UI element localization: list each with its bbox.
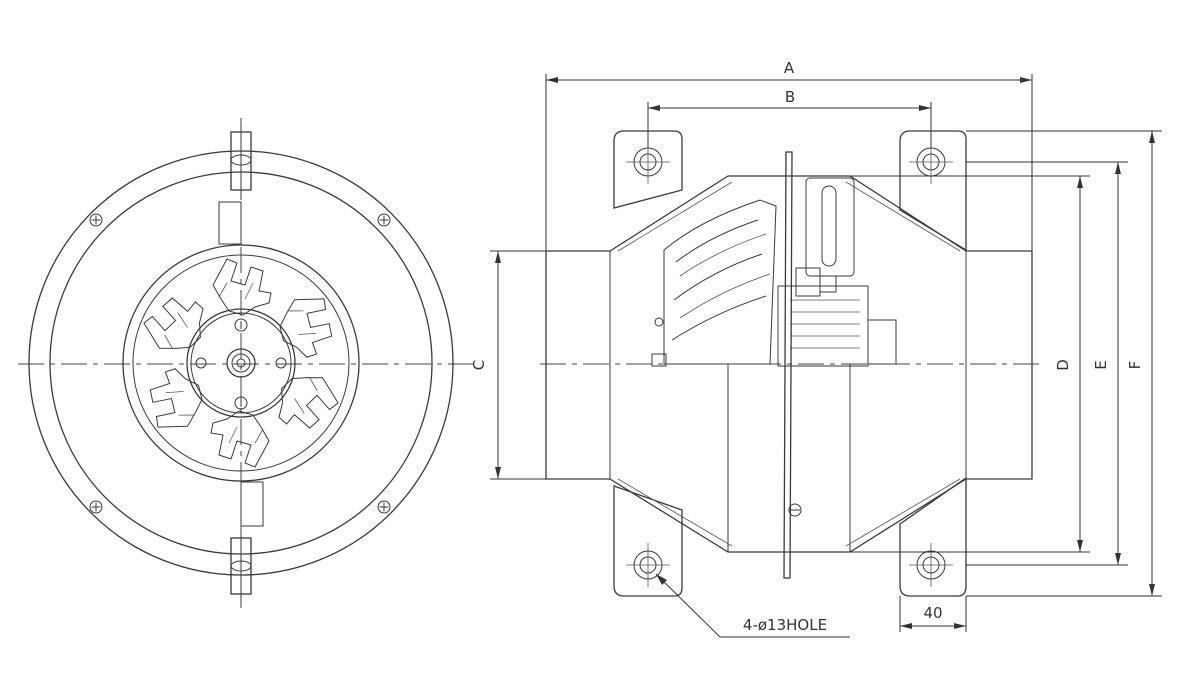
hole-callout-label: 4-ø13HOLE	[743, 616, 827, 634]
mounting-foot-bottom-left	[613, 485, 683, 597]
side-view: A B C D E	[470, 59, 1162, 638]
dimension-f-label: F	[1126, 361, 1144, 370]
dimension-e: E	[1092, 162, 1121, 565]
dimension-b: B	[648, 88, 931, 111]
front-mounting-bracket-bottom	[230, 481, 264, 604]
hole-callout: 4-ø13HOLE	[655, 573, 850, 638]
hub-screws	[195, 318, 287, 410]
dimension-e-label: E	[1092, 360, 1110, 369]
bolt-hole	[89, 500, 103, 514]
dimension-foot-width-label: 40	[923, 604, 942, 622]
dimension-a: A	[546, 59, 1032, 83]
impeller-housing	[122, 244, 360, 482]
dimension-d-label: D	[1054, 359, 1072, 371]
hub-plate	[186, 308, 296, 418]
motor-shaft	[226, 348, 256, 378]
mounting-foot-top-left	[613, 130, 683, 209]
dimension-foot-width: 40	[900, 604, 966, 629]
cutaway-impeller	[651, 199, 777, 367]
bolt-hole	[377, 213, 391, 227]
cutaway-motor	[777, 177, 897, 367]
mounting-foot-bottom-right	[899, 476, 967, 597]
bolt-hole	[89, 213, 103, 227]
impeller-ring	[132, 254, 350, 472]
dimension-b-label: B	[785, 88, 795, 106]
front-view	[18, 118, 478, 608]
dimension-a-label: A	[784, 59, 795, 77]
dimension-d: D	[1054, 176, 1083, 552]
center-mounting-plate	[783, 151, 802, 579]
dimension-f: F	[1126, 131, 1155, 596]
dimension-c: C	[470, 251, 501, 479]
bolt-hole	[377, 500, 391, 514]
dimension-c-label: C	[470, 360, 488, 370]
front-mounting-bracket-top	[218, 124, 252, 245]
mounting-foot-top-right	[899, 130, 967, 252]
